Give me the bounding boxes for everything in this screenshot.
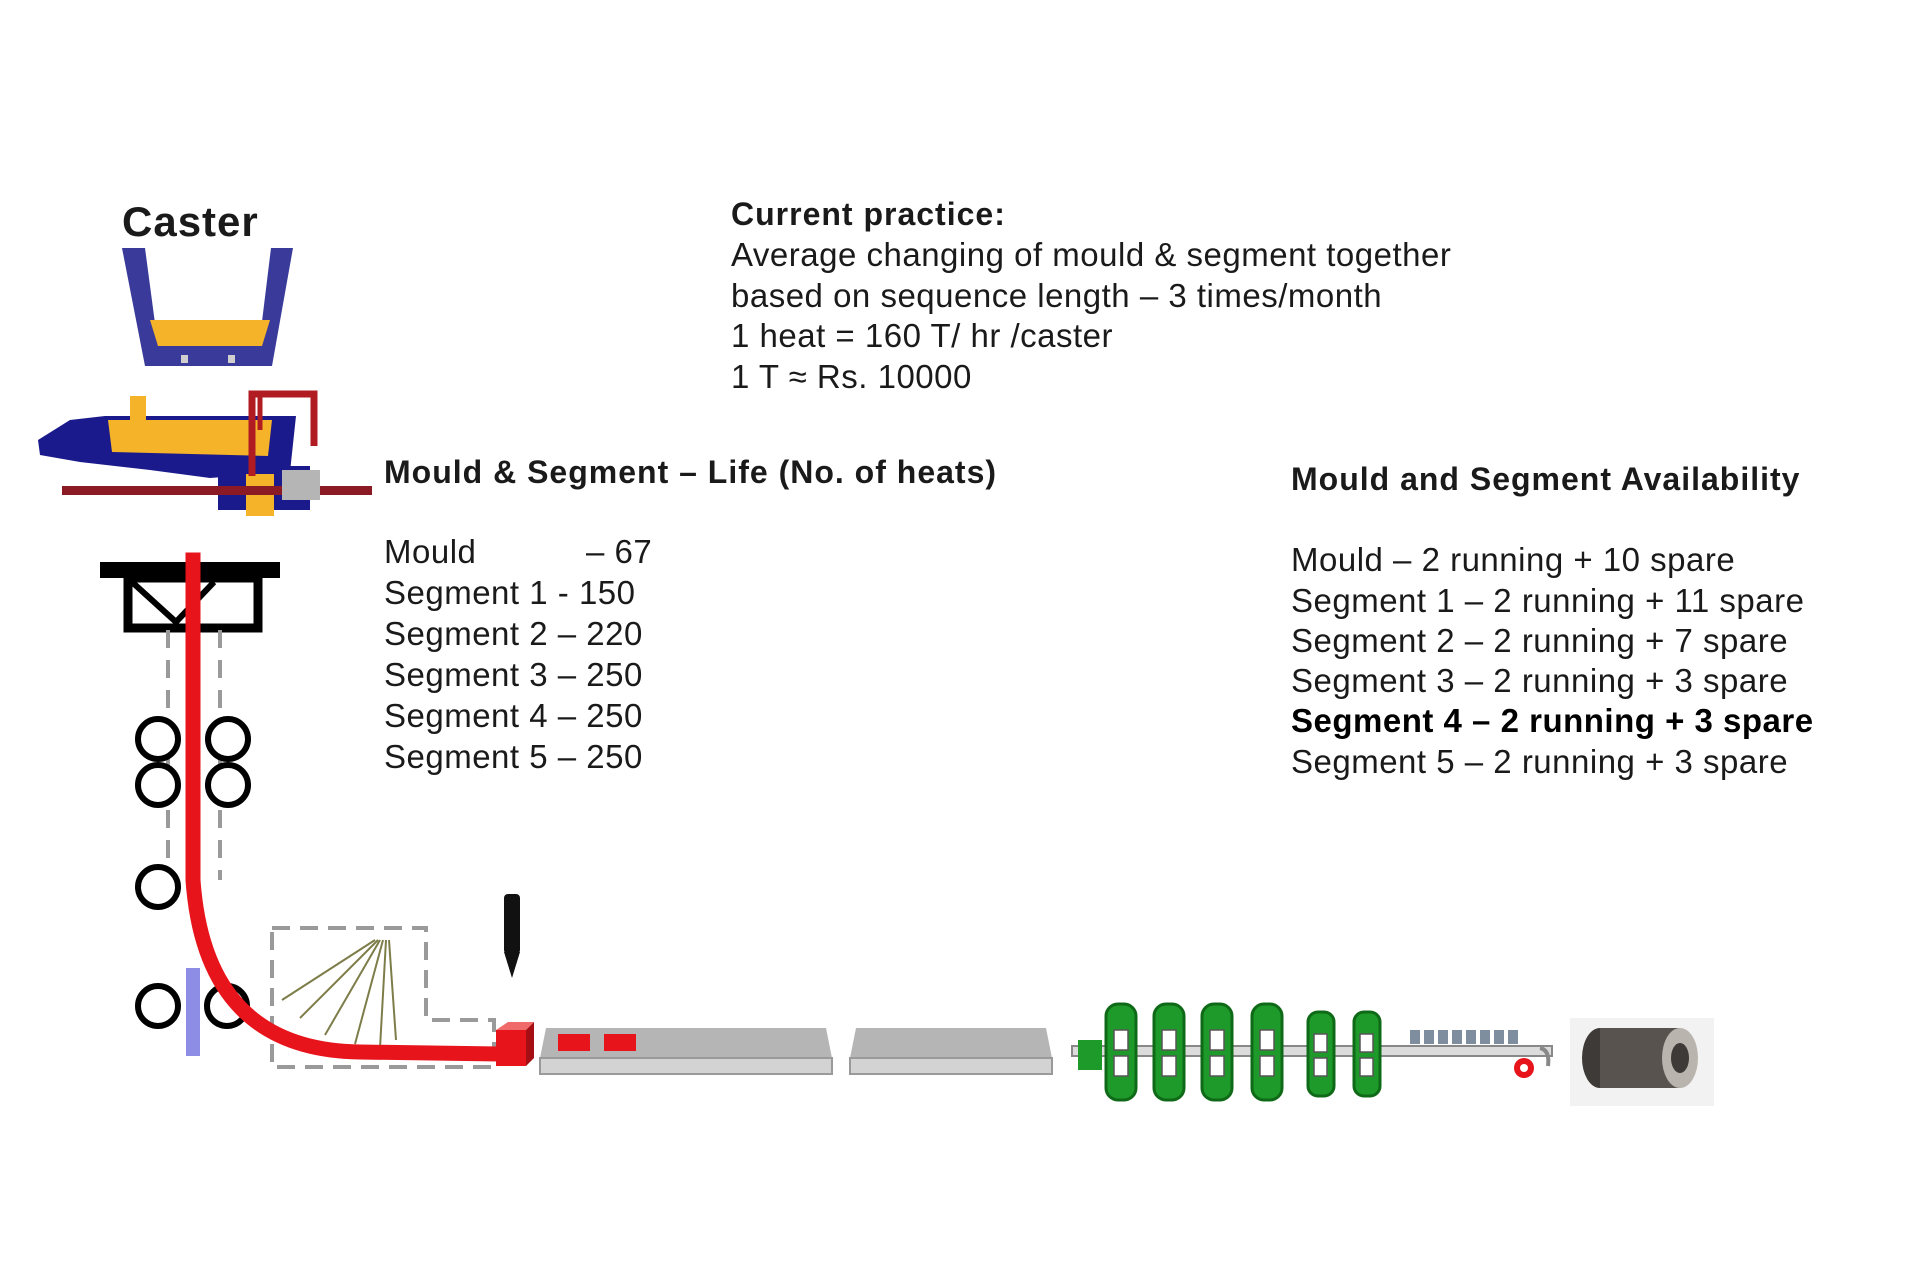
ladle [122, 248, 293, 366]
roller-table-1 [539, 1028, 833, 1075]
caster-label: Caster [122, 198, 259, 245]
life-item: Segment 3 – 250 [384, 656, 643, 694]
life-item-name: Segment 2 [384, 615, 549, 652]
current-practice-line: Average changing of mould & segment toge… [731, 236, 1452, 273]
life-item-name: Segment 1 [384, 574, 549, 611]
life-item-value: – 250 [557, 656, 643, 693]
cut-slab-block [496, 1022, 534, 1066]
availability-item: Segment 3 – 2 running + 3 spare [1291, 662, 1789, 699]
life-item-name: Mould [384, 533, 477, 570]
life-item: Segment 2 – 220 [384, 615, 643, 653]
life-item-value: – 250 [557, 697, 643, 734]
life-item-name: Segment 4 [384, 697, 549, 734]
life-item: Segment 1 - 150 [384, 574, 636, 612]
cast-strand [185, 552, 508, 1062]
current-practice-line: 1 T ≈ Rs. 10000 [731, 358, 972, 395]
availability-item: Mould – 2 running + 10 spare [1291, 541, 1736, 578]
current-practice-line: 1 heat = 160 T/ hr /caster [731, 317, 1114, 354]
life-item-name: Segment 5 [384, 738, 549, 775]
life-item-value: - 150 [557, 574, 636, 611]
availability-item: Segment 4 – 2 running + 3 spare [1291, 702, 1814, 739]
life-item-value: – 67 [586, 533, 653, 570]
availability-title: Mould and Segment Availability [1291, 461, 1801, 497]
life-item-value: – 250 [557, 738, 643, 775]
current-practice-line: based on sequence length – 3 times/month [731, 277, 1383, 314]
life-item: Segment 5 – 250 [384, 738, 643, 776]
availability-item: Segment 5 – 2 running + 3 spare [1291, 743, 1789, 780]
availability-item: Segment 1 – 2 running + 11 spare [1291, 582, 1805, 619]
tundish-car [38, 390, 372, 516]
rolling-mill-stands [1071, 1002, 1553, 1102]
secondary-cooling-zone [270, 926, 496, 1069]
life-item: Segment 4 – 250 [384, 697, 643, 735]
electromagnetic-stirrer [186, 968, 200, 1056]
life-item: Mould – 67 [384, 533, 652, 571]
torch-cutter [504, 894, 520, 978]
life-item-name: Segment 3 [384, 656, 549, 693]
roller-table-2 [849, 1028, 1053, 1075]
availability-item: Segment 2 – 2 running + 7 spare [1291, 622, 1789, 659]
current-practice-title: Current practice: [731, 196, 1006, 232]
life-title: Mould & Segment – Life (No. of heats) [384, 454, 998, 490]
steel-coil [1570, 1018, 1714, 1106]
life-item-value: – 220 [557, 615, 643, 652]
